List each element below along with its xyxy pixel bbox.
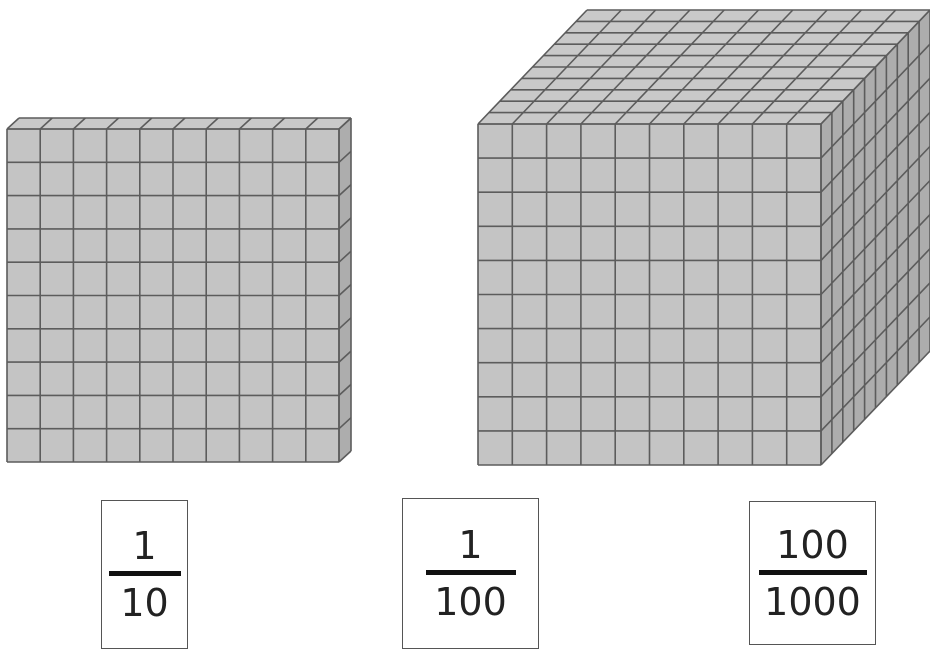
fraction-numerator: 100 <box>776 523 849 567</box>
fraction-card-hundred-thousandths: 100 1000 <box>749 501 876 645</box>
fraction-bar <box>426 570 516 575</box>
fraction-card-one-hundredth: 1 100 <box>402 498 539 649</box>
thousands-cube-block <box>478 10 930 465</box>
fraction-numerator: 1 <box>458 523 482 567</box>
fraction-bar <box>109 571 181 576</box>
fraction-card-one-tenth: 1 10 <box>101 500 188 649</box>
fraction-denominator: 10 <box>120 581 168 625</box>
fraction-denominator: 100 <box>434 580 507 624</box>
hundreds-flat-block <box>7 118 351 462</box>
fraction-bar <box>759 570 867 575</box>
fraction-numerator: 1 <box>132 524 156 568</box>
fraction-denominator: 1000 <box>764 580 861 624</box>
